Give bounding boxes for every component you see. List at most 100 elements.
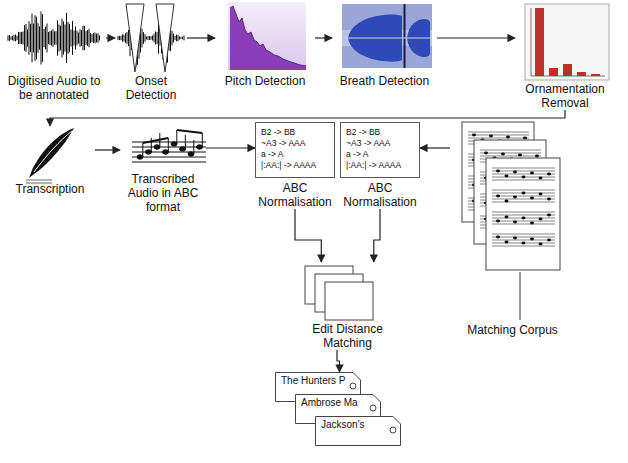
wave-stroke [96,34,97,43]
wave-stroke [29,21,30,55]
wave-stroke [11,36,12,40]
process-stage: Transcribed Audio in ABC format [120,128,206,214]
note-head [523,137,527,140]
note-head [505,175,509,178]
flow-arrow [295,209,321,262]
note-head [472,134,476,137]
staff-line [492,171,555,172]
note-head [539,177,543,180]
rewrite-rule: ~A3 -> AAA [261,138,329,149]
staff-line [492,168,555,169]
wave-stroke [38,23,39,53]
wave-stroke [44,29,45,47]
wave-stroke [71,29,72,46]
sheet-music [132,130,206,162]
wave-stroke [23,31,24,44]
staff-line [492,177,555,178]
note-stem [185,135,186,149]
note-head [530,222,534,225]
tune-title: Jackson's [315,416,401,431]
wave-stroke [9,35,10,41]
note-head [539,218,543,221]
wave-stroke [32,14,33,63]
tune-title: The Hunters P [275,372,361,387]
rule-box: B2 -> BB~A3 -> AAAa -> A|:AA:| -> AAAA [340,122,420,178]
wave-stroke [17,36,18,41]
wave-stroke [75,26,76,49]
wave-stroke [84,26,85,50]
wave-stroke [78,32,79,43]
wave-stroke [50,31,51,45]
flow-arrow [206,147,255,148]
wave-stroke [93,33,94,43]
stage-caption: Transcribed Audio in ABC format [120,172,206,214]
tag-hole [390,427,396,433]
wave-stroke [65,24,66,51]
wave-stroke [20,32,21,44]
stage-caption: Edit Distance Matching [295,322,400,350]
flow-arrow [374,209,380,262]
note-head [484,152,488,155]
wave-stroke [178,35,179,41]
normalisation-box: B2 -> BB~A3 -> AAAa -> A|:AA:| -> AAAA AB… [340,122,420,209]
note-head [505,200,509,203]
staff-line [492,199,555,200]
note-stem [151,138,152,152]
wave-stroke [127,32,128,44]
wave-stroke [8,35,9,40]
rewrite-rule: |:AA:| -> AAAA [346,160,414,171]
wave-stroke [173,34,174,43]
note-stem [176,130,177,144]
wave-stroke [118,36,119,40]
staff-line [492,174,555,175]
rewrite-rule: B2 -> BB [346,127,414,138]
note-stem [193,140,194,154]
normalisation-box: B2 -> BB~A3 -> AAAa -> A|:AA:| -> AAAAAB… [255,122,335,209]
wave-stroke [181,37,182,39]
wave-stroke [89,29,90,48]
wave-stroke [182,37,183,40]
note-head [522,217,526,220]
note-head [522,192,526,195]
wave-stroke [60,26,61,51]
process-stage: Ornamentation Removal [515,2,615,110]
wave-stroke [26,24,27,52]
wave-stroke [18,32,19,44]
breath-waveform [342,4,432,68]
note-head [501,153,505,156]
wave-stroke [145,34,146,42]
tune-title: Ambrose Ma [295,394,381,409]
flow-arrow [337,350,340,372]
staff-line [468,132,529,133]
wave-stroke [128,30,129,46]
wave-stroke [125,33,126,43]
note-beam [143,138,169,143]
ornament-bar-chart [525,4,609,80]
wave-stroke [99,35,100,40]
wave-stroke [83,26,84,50]
wave-stroke [172,31,173,46]
wave-stroke [30,24,31,52]
result-tag: Jackson's [315,416,401,446]
process-stage: Breath Detection [332,4,437,88]
wave-stroke [27,29,28,46]
box-caption: ABC Normalisation [340,181,420,209]
corpus-pages [462,122,560,270]
note-head [489,135,493,138]
stage-caption: Pitch Detection [215,74,315,88]
staff-line [492,218,555,219]
wave-stroke [56,31,57,45]
note-head [522,242,526,245]
wave-stroke [146,36,147,39]
note-head [539,243,543,246]
wave-stroke [12,36,13,40]
box-caption: ABC Normalisation [255,181,335,209]
note-head [505,216,509,219]
note-stem [142,143,143,157]
wave-stroke [151,36,152,39]
note-head [171,142,177,146]
flow-arrow [315,37,332,38]
note-head [163,150,169,154]
note-head [522,176,526,179]
note-beam [177,130,203,133]
